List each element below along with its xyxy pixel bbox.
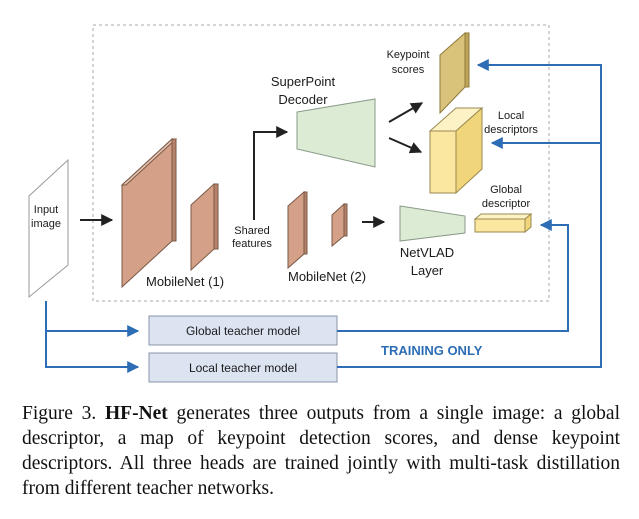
training-only-label: TRAINING ONLY [381, 343, 483, 358]
figure-caption: Figure 3. HF-Net generates three outputs… [22, 401, 620, 501]
keypoint-label-line-1: Keypoint [387, 49, 430, 61]
local-desc-label-line-2: descriptors [484, 124, 538, 136]
input-image: Input image [28, 158, 69, 299]
caption-label: Figure 3. [22, 403, 97, 424]
global-desc-label-line-1: Global [490, 184, 522, 196]
keypoint-scores-map [439, 31, 470, 115]
shared-to-decoder-arrow [253, 126, 289, 220]
superpoint-label-line-1: SuperPoint [271, 74, 336, 89]
netvlad-label-line-2: Layer [411, 263, 444, 278]
caption-text: generates three outputs from a single im… [22, 403, 620, 499]
decoder-to-keypoint-arrow [388, 102, 424, 123]
keypoint-label-line-2: scores [392, 64, 425, 76]
global-teacher-box [148, 315, 338, 346]
input-to-local-teacher-arrow [45, 331, 140, 373]
mobilenet-2-label: MobileNet (2) [288, 269, 366, 284]
mobilenet-1 [120, 137, 219, 289]
global-teacher-label: Global teacher model [186, 324, 300, 338]
superpoint-decoder [296, 98, 376, 168]
decoder-to-descriptors-arrow [388, 137, 423, 154]
input-label-line-2: image [31, 218, 61, 230]
local-teacher-label: Local teacher model [189, 361, 297, 375]
input-to-global-teacher-arrow [45, 301, 140, 337]
hfnet-frame [92, 24, 550, 302]
mobilenet-1-label: MobileNet (1) [146, 274, 224, 289]
local-desc-label-line-1: Local [498, 110, 524, 122]
shared-features-line-1: Shared [234, 225, 269, 237]
mobilenet-2 [287, 190, 348, 270]
local-descriptors-map [428, 106, 484, 195]
training-arrows [45, 59, 602, 373]
local-teacher-to-outputs-arrow [337, 59, 602, 368]
global-descriptor-vector [473, 212, 533, 234]
netvlad-layer [399, 205, 466, 242]
superpoint-label-line-2: Decoder [278, 92, 328, 107]
global-desc-label-line-2: descriptor [482, 198, 531, 210]
netvlad-label-line-1: NetVLAD [400, 245, 454, 260]
global-teacher-to-descriptor-arrow [337, 219, 569, 332]
shared-features-line-2: features [232, 238, 272, 250]
input-label-line-1: Input [34, 204, 58, 216]
hfnet-architecture-diagram: Input image MobileNet (1) Shared feature… [28, 24, 602, 383]
caption-title: HF-Net [105, 403, 168, 424]
